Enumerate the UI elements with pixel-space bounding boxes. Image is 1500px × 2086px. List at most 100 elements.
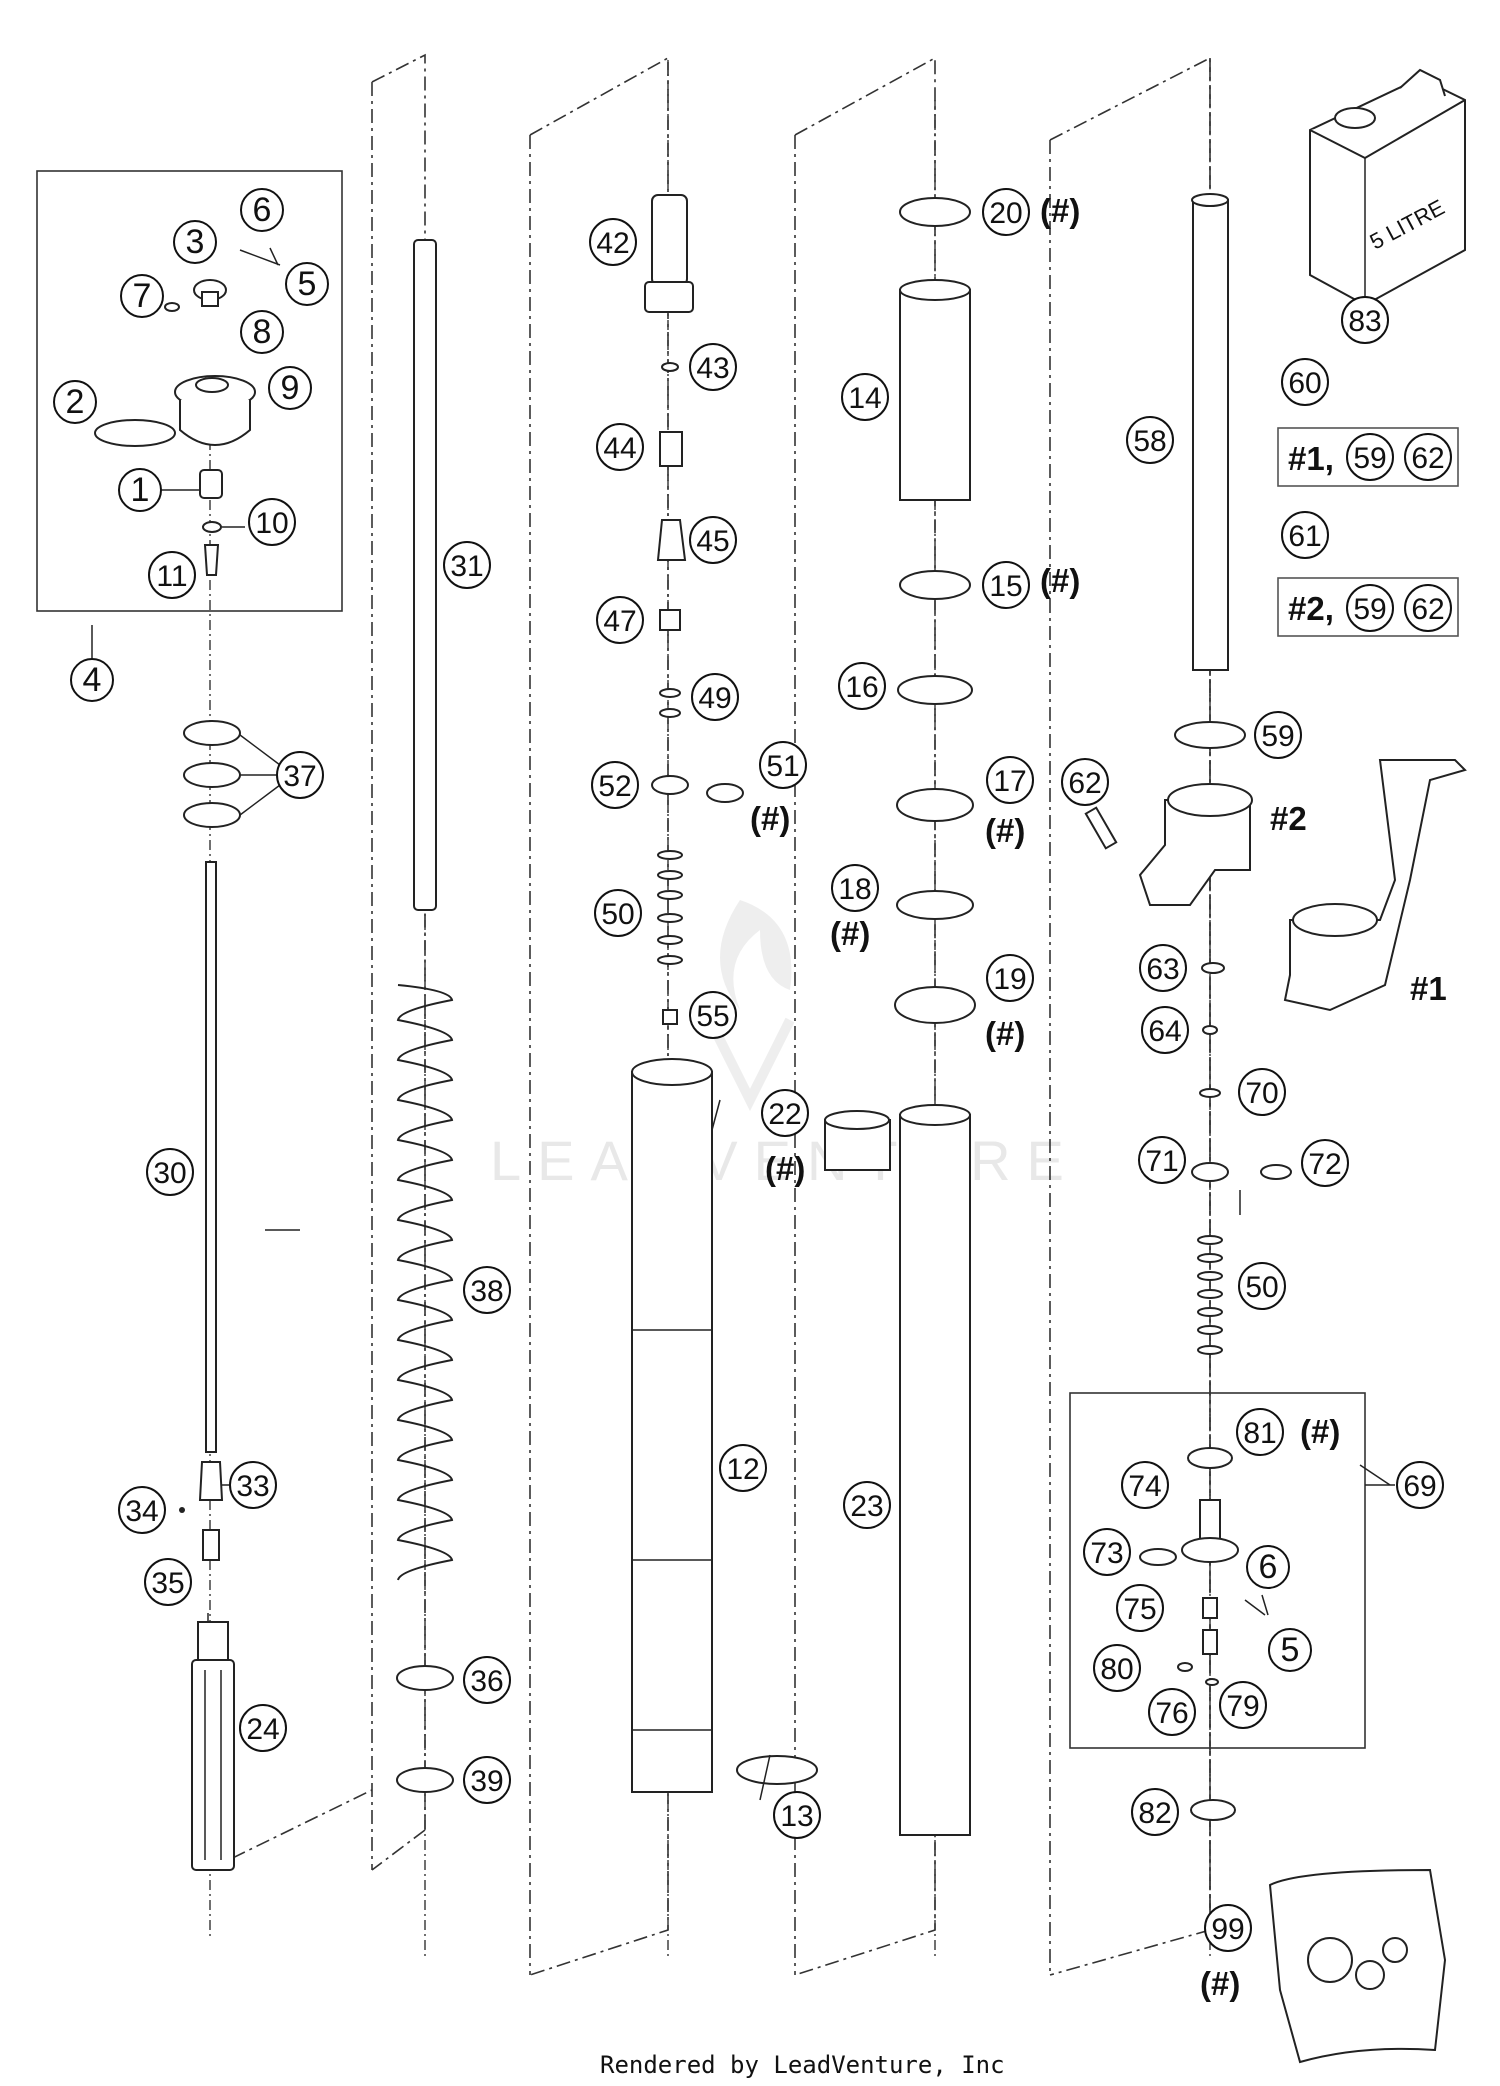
callout-circle <box>1254 711 1302 759</box>
callout-number: 43 <box>696 352 729 385</box>
callout-c59: 59 <box>1254 711 1302 759</box>
callout-c62: 62 <box>1061 758 1109 806</box>
callout-c10: 10 <box>248 498 296 546</box>
part-31-damper-tube <box>413 239 437 911</box>
callout-number: 36 <box>470 1665 503 1698</box>
part-63-washer <box>1201 962 1225 974</box>
callout-number: 61 <box>1288 520 1321 553</box>
hash-mark-81: (#) <box>1300 1413 1340 1450</box>
callout-c22: 22 <box>761 1089 809 1137</box>
callout-number: 79 <box>1226 1690 1259 1723</box>
callout-circle <box>285 262 329 306</box>
callout-k59b: 59 <box>1346 584 1394 632</box>
part-81-o-ring <box>1187 1447 1233 1469</box>
part-76-washer <box>1177 1662 1193 1672</box>
callout-c37: 37 <box>276 751 324 799</box>
hash-mark-18: (#) <box>830 915 870 952</box>
callout-circle <box>1093 1644 1141 1692</box>
callout-number: 10 <box>255 507 288 540</box>
callout-circle <box>1148 1688 1196 1736</box>
callout-c51: 51 <box>759 741 807 789</box>
callout-c73: 73 <box>1083 1528 1131 1576</box>
part-55-nut <box>662 1009 678 1025</box>
part-35-spring <box>202 1529 220 1561</box>
callout-number: 1 <box>131 471 150 509</box>
callout-number: 80 <box>1100 1653 1133 1686</box>
callout-k62b: 62 <box>1404 584 1452 632</box>
kit-box-60 <box>1277 427 1459 487</box>
part-11-needle <box>203 544 220 576</box>
callout-c8: 8 <box>240 310 284 354</box>
callout-c17: 17 <box>986 756 1034 804</box>
callout-circle <box>986 756 1034 804</box>
callout-c3: 3 <box>173 220 217 264</box>
part-44-spring <box>659 431 683 467</box>
callout-circle <box>596 423 644 471</box>
callout-number: 70 <box>1245 1077 1278 1110</box>
assembly-box-4 <box>36 170 343 612</box>
callout-number: 2 <box>66 383 85 421</box>
callout-circle <box>982 561 1030 609</box>
part-51-piston-ring <box>706 783 744 803</box>
part-43-washer <box>661 362 679 372</box>
callout-c79: 79 <box>1219 1681 1267 1729</box>
callout-c18: 18 <box>831 864 879 912</box>
callout-circle <box>70 658 114 702</box>
callout-circle <box>463 1656 511 1704</box>
part-23-inner-tube <box>899 1104 971 1836</box>
part-clamp-1 <box>1283 759 1467 1012</box>
part-62-bolt <box>1084 806 1118 850</box>
part-7-ball <box>164 302 180 312</box>
callout-number: 3 <box>186 223 205 261</box>
callout-circle <box>1346 584 1394 632</box>
callout-c38: 38 <box>463 1266 511 1314</box>
callout-circle <box>1061 758 1109 806</box>
callout-number: 59 <box>1353 593 1386 626</box>
callout-circle <box>689 343 737 391</box>
callout-number: 16 <box>845 671 878 704</box>
hash-mark-20: (#) <box>1040 192 1080 229</box>
part-49-shim-a <box>659 688 681 698</box>
part-42-piston-holder <box>644 194 694 313</box>
callout-c75: 75 <box>1116 1584 1164 1632</box>
callout-circle <box>1281 358 1329 406</box>
hash-mark-19: (#) <box>985 1015 1025 1052</box>
callout-c72: 72 <box>1301 1139 1349 1187</box>
callout-circle <box>120 274 164 318</box>
callout-circle <box>1236 1408 1284 1456</box>
callout-number: 75 <box>1123 1593 1156 1626</box>
callout-circle <box>986 954 1034 1002</box>
callout-number: 18 <box>838 873 871 906</box>
callout-c7: 7 <box>120 274 164 318</box>
callout-circle <box>982 188 1030 236</box>
callout-number: 71 <box>1145 1145 1178 1178</box>
callout-number: 59 <box>1353 442 1386 475</box>
callout-number: 6 <box>1259 1548 1278 1586</box>
callout-c36: 36 <box>463 1656 511 1704</box>
part-1-screw-cap <box>174 375 256 446</box>
callout-number: 81 <box>1243 1417 1276 1450</box>
callout-number: 55 <box>696 1000 729 1033</box>
part-16-ring <box>897 675 973 705</box>
part-37-washer-c <box>183 802 241 828</box>
callout-c2: 2 <box>53 380 97 424</box>
part-47-nut <box>659 609 681 631</box>
callout-circle <box>589 218 637 266</box>
callout-circle <box>1238 1262 1286 1310</box>
part-18-circlip <box>896 890 974 920</box>
hash-mark-51: (#) <box>750 800 790 837</box>
callout-circle <box>773 1791 821 1839</box>
callout-c24: 24 <box>239 1704 287 1752</box>
part-50-shim-stack-b <box>1197 1235 1223 1355</box>
part-clamp-2 <box>1138 783 1253 906</box>
callout-c20: 20 <box>982 188 1030 236</box>
callout-c5a: 5 <box>285 262 329 306</box>
callout-circle <box>463 1266 511 1314</box>
callout-circle <box>118 1486 166 1534</box>
callout-number: 62 <box>1068 767 1101 800</box>
callout-number: 38 <box>470 1275 503 1308</box>
part-82-seal <box>1190 1799 1236 1821</box>
part-24-cartridge <box>191 1621 235 1871</box>
callout-number: 9 <box>281 369 300 407</box>
